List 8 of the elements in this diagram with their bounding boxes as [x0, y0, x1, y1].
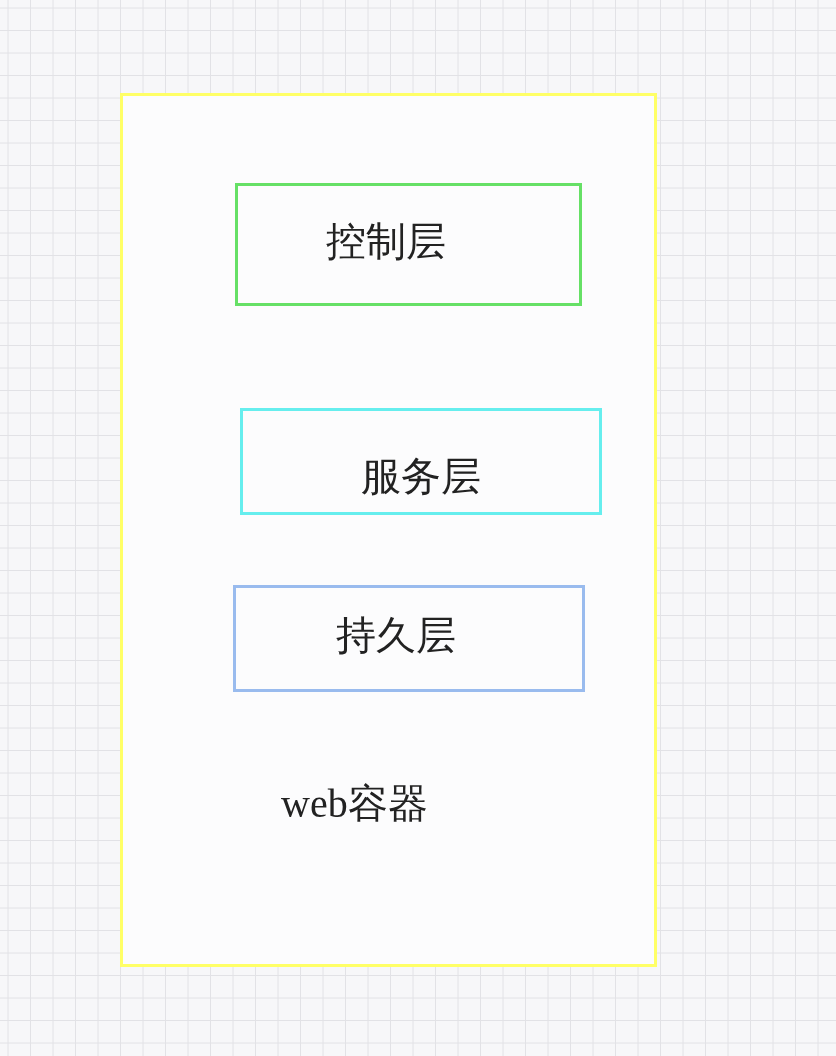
container-box [120, 93, 657, 967]
layer-label: 控制层 [326, 217, 446, 266]
layer-label: 持久层 [336, 611, 456, 660]
layer-box [240, 408, 602, 515]
layer-label: 服务层 [361, 452, 481, 501]
layer-box [233, 585, 585, 692]
layer-label: web容器 [281, 780, 428, 828]
layer-box [235, 183, 582, 306]
